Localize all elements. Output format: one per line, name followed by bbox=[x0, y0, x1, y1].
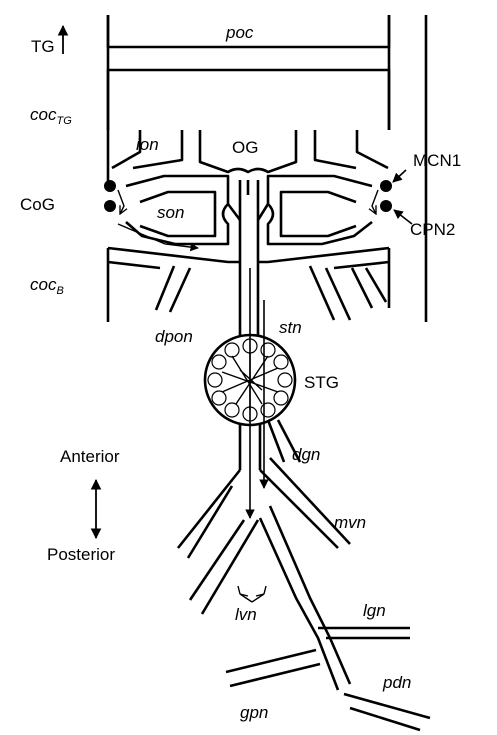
lvn-right-branch bbox=[260, 518, 338, 690]
dpon-nerve bbox=[156, 266, 174, 310]
label-anterior: Anterior bbox=[60, 447, 120, 466]
label-gpn: gpn bbox=[240, 703, 268, 722]
label-poc: poc bbox=[225, 23, 254, 42]
label-tg: TG bbox=[31, 37, 55, 56]
label-lvn: lvn bbox=[235, 605, 257, 624]
label-posterior: Posterior bbox=[47, 545, 115, 564]
commissure-lines bbox=[108, 15, 426, 322]
label-dpon: dpon bbox=[155, 327, 193, 346]
pdn-nerve bbox=[344, 694, 430, 718]
label-dgn: dgn bbox=[292, 445, 320, 464]
son-right-inner bbox=[281, 192, 356, 236]
son-right-loop bbox=[268, 176, 372, 244]
cpn2-neuron bbox=[380, 200, 392, 212]
label-ion: ion bbox=[136, 135, 159, 154]
mcn1-pointer bbox=[393, 170, 406, 182]
label-stg: STG bbox=[304, 373, 339, 392]
neuron-left-1 bbox=[104, 180, 116, 192]
label-son: son bbox=[157, 203, 184, 222]
label-og: OG bbox=[232, 138, 258, 157]
cog-left-output bbox=[108, 248, 240, 262]
label-cog: CoG bbox=[20, 195, 55, 214]
left-lvn-branch bbox=[178, 470, 240, 548]
label-stn: stn bbox=[279, 318, 302, 337]
cog-right-output bbox=[258, 248, 389, 262]
label-coc-tg: cocTG bbox=[30, 105, 72, 127]
label-lgn: lgn bbox=[363, 601, 386, 620]
ion-right-branch bbox=[315, 130, 356, 168]
label-coc-b: cocB bbox=[30, 275, 64, 297]
neuron-left-2 bbox=[104, 200, 116, 212]
label-pdn: pdn bbox=[382, 673, 411, 692]
label-mcn1: MCN1 bbox=[413, 151, 461, 170]
ion-box bbox=[108, 70, 389, 130]
label-mvn: mvn bbox=[334, 513, 366, 532]
mcn1-neuron bbox=[380, 180, 392, 192]
ion-right-branch-2 bbox=[357, 130, 388, 168]
right-branch-1 bbox=[310, 266, 334, 320]
label-cpn2: CPN2 bbox=[410, 220, 455, 239]
